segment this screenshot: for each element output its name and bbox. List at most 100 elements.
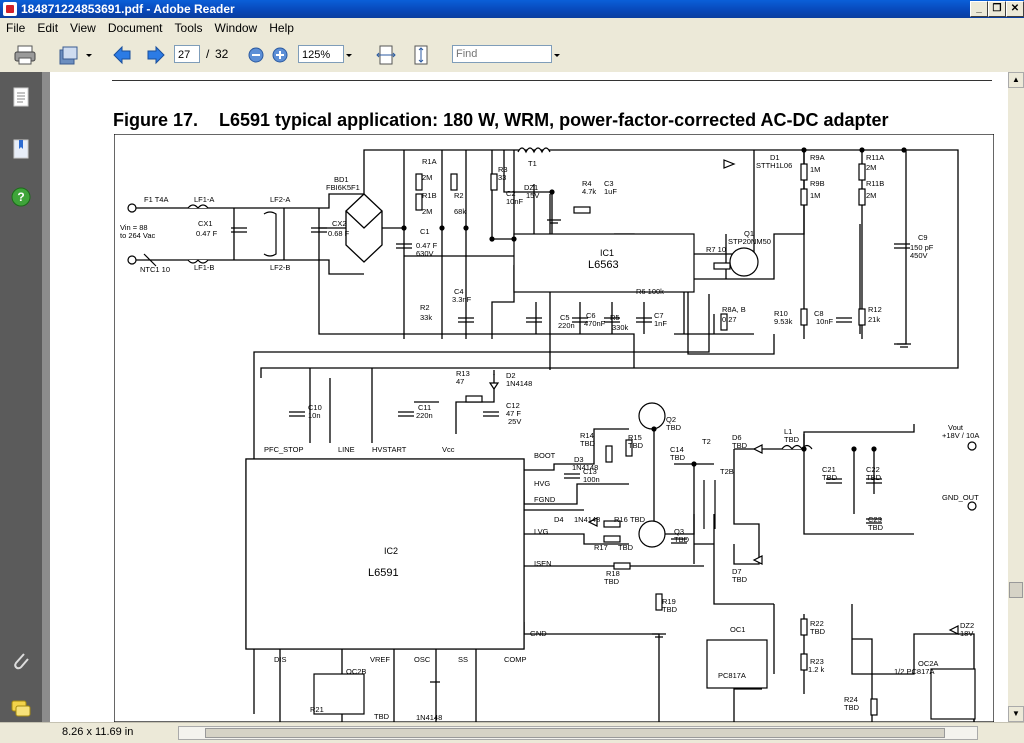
print-icon[interactable]	[14, 44, 36, 66]
schematic-label: C9	[918, 233, 928, 242]
pages-icon[interactable]	[10, 86, 32, 108]
capacitor	[836, 317, 852, 323]
schematic-label: 0.47 F	[196, 229, 218, 238]
schematic-label: R13	[456, 369, 470, 378]
resistor	[465, 395, 483, 403]
schematic-label: 2M	[866, 163, 876, 172]
pane-splitter[interactable]	[42, 72, 50, 722]
minimize-button[interactable]: _	[970, 1, 988, 17]
zoom-in-icon[interactable]	[272, 47, 288, 63]
transformer-t1	[517, 147, 551, 154]
schematic-label: R2	[454, 191, 464, 200]
resistor	[603, 520, 621, 528]
schematic-label: NTC1 10	[140, 265, 170, 274]
menu-edit[interactable]: Edit	[37, 21, 59, 35]
schematic-label: R21	[310, 705, 324, 714]
schematic-label: 2M	[422, 207, 432, 216]
schematic-label: TBD	[866, 473, 882, 482]
schematic-label: L6591	[368, 567, 399, 579]
schematic-label: R9A	[810, 153, 825, 162]
schematic-label: D1	[770, 153, 780, 162]
schematic-label: R16	[614, 515, 628, 524]
schematic-label: 10nF	[506, 197, 524, 206]
schematic-label: 220n	[416, 411, 433, 420]
menu-document[interactable]: Document	[107, 21, 163, 35]
schematic-label: F1 T4A	[144, 195, 168, 204]
schematic-label: R24	[844, 695, 858, 704]
schematic-label: TBD	[810, 627, 826, 636]
resistor	[858, 188, 866, 206]
menu-window[interactable]: Window	[214, 21, 258, 35]
schematic-label: LF2-A	[270, 195, 290, 204]
restore-button[interactable]: ❐	[988, 1, 1006, 17]
figure-title: L6591 typical application: 180 W, WRM, p…	[219, 110, 889, 130]
schematic-label: Q2	[666, 415, 676, 424]
junction-dot	[901, 147, 907, 153]
fit-page-icon[interactable]	[410, 44, 432, 66]
schematic-label: 33	[498, 173, 506, 182]
junction-dot	[691, 461, 697, 467]
zoom-dropdown-icon[interactable]	[344, 44, 354, 66]
previous-page-icon[interactable]	[112, 44, 134, 66]
schematic-label: 0.68 F	[328, 229, 350, 238]
junction-dot	[549, 189, 555, 195]
next-page-icon[interactable]	[144, 44, 166, 66]
menu-help[interactable]: Help	[269, 21, 294, 35]
junction-dot	[801, 446, 807, 452]
horizontal-scrollbar[interactable]	[178, 726, 978, 740]
menu-file[interactable]: File	[6, 21, 26, 35]
figure-number: Figure 17.	[113, 110, 199, 130]
schematic-label: TBD	[618, 543, 634, 552]
comments-icon[interactable]	[10, 698, 32, 720]
terminal	[967, 441, 977, 451]
zoom-out-icon[interactable]	[248, 47, 264, 63]
schematic-label: OC2B	[346, 667, 366, 676]
attachments-icon[interactable]	[10, 650, 32, 672]
mosfet-q2	[638, 402, 666, 430]
horizontal-scroll-thumb[interactable]	[205, 728, 945, 738]
schematic-label: 100n	[583, 475, 600, 484]
menu-tools[interactable]: Tools	[174, 21, 203, 35]
diode-d7	[752, 555, 763, 565]
schematic-label: R1A	[422, 157, 437, 166]
scroll-thumb[interactable]	[1009, 582, 1023, 598]
schematic-label: R7 10	[706, 245, 726, 254]
fit-width-icon[interactable]	[375, 44, 397, 66]
schematic-label: C11	[418, 403, 431, 412]
schematic-label: DZ2	[960, 621, 974, 630]
find-dropdown-icon[interactable]	[552, 44, 562, 66]
vertical-scrollbar[interactable]: ▲ ▼	[1008, 72, 1024, 722]
close-button[interactable]: ✕	[1006, 1, 1024, 17]
schematic-label: LF2-B	[270, 263, 290, 272]
bookmarks-icon[interactable]	[10, 138, 32, 160]
svg-text:?: ?	[17, 190, 24, 204]
find-input[interactable]	[452, 45, 552, 63]
schematic-label: CX2	[332, 219, 347, 228]
figure-caption: Figure 17. L6591 typical application: 180…	[113, 109, 888, 131]
scroll-up-button[interactable]: ▲	[1008, 72, 1024, 88]
menu-bar: File Edit View Document Tools Window Help	[0, 18, 1024, 38]
schematic-label: 68k	[454, 207, 466, 216]
schematic-wire	[136, 259, 364, 275]
help-icon[interactable]: ?	[10, 186, 32, 208]
zoom-select[interactable]: 125%	[298, 45, 344, 63]
schematic-label: 2M	[866, 191, 876, 200]
schematic-label: LINE	[338, 445, 355, 454]
menu-view[interactable]: View	[70, 21, 96, 35]
schematic-label: TBD	[670, 453, 686, 462]
resistor	[415, 193, 423, 211]
save-dropdown-icon[interactable]	[84, 44, 94, 66]
schematic-label: DIS	[274, 655, 287, 664]
schematic-label: 1/2 PC817A	[894, 667, 934, 676]
schematic-label: R11B	[866, 179, 884, 188]
schematic-label: TBD	[374, 712, 390, 721]
scroll-down-button[interactable]: ▼	[1008, 706, 1024, 722]
save-copy-icon[interactable]	[58, 44, 80, 66]
page-number-input[interactable]: 27	[174, 45, 200, 63]
resistor	[800, 653, 808, 671]
terminal	[967, 501, 977, 511]
schematic-label: 1N4148	[416, 713, 442, 722]
junction-dot	[401, 225, 407, 231]
schematic-label: to 264 Vac	[120, 231, 156, 240]
